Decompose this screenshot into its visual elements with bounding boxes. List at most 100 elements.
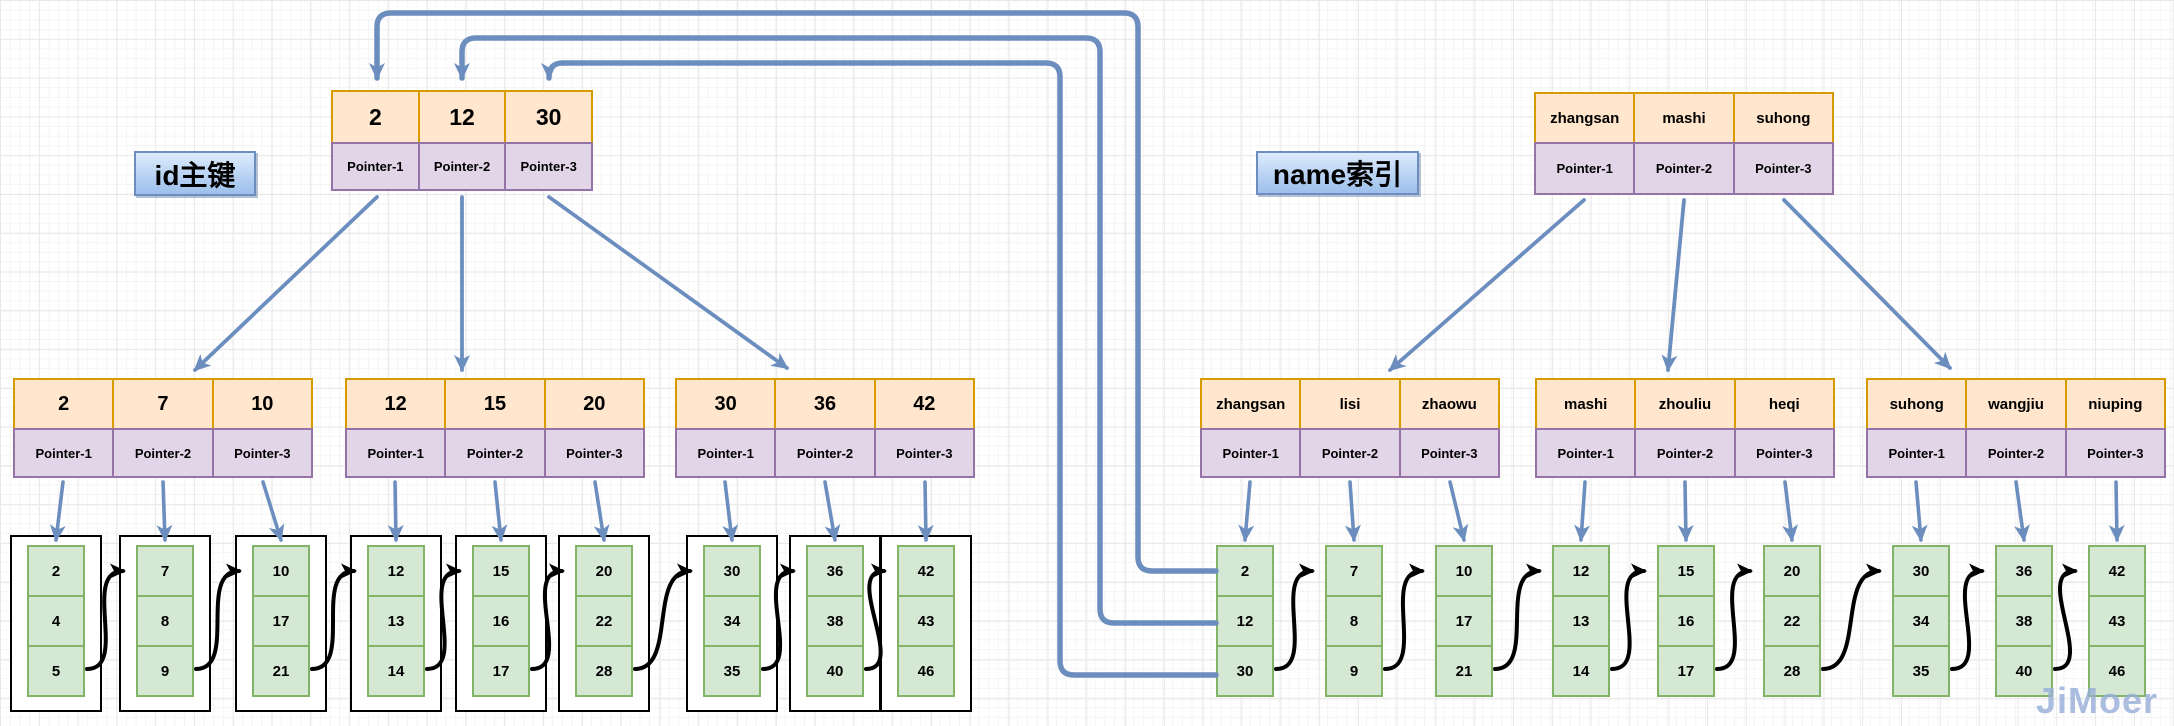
leaf-cell: 2 <box>27 545 85 597</box>
leaf-cell: 5 <box>27 645 85 697</box>
name-tree-label: name索引 <box>1256 151 1419 195</box>
leaf-cell: 38 <box>806 595 864 647</box>
leaf-cell: 12 <box>1216 595 1274 647</box>
key-cell: zhangsan <box>1534 92 1636 144</box>
key-cell: niuping <box>2064 378 2166 430</box>
leaf-cell: 42 <box>2088 545 2146 597</box>
pointer-cell: Pointer-2 <box>1299 428 1401 478</box>
pointer-cell: Pointer-2 <box>1634 428 1736 478</box>
leaf-cell: 4 <box>27 595 85 647</box>
leaf-cell: 17 <box>472 645 530 697</box>
pointer-cell: Pointer-1 <box>1535 428 1637 478</box>
leaf-cell: 10 <box>252 545 310 597</box>
leaf-cell: 28 <box>1763 645 1821 697</box>
leaf-cell: 15 <box>472 545 530 597</box>
pointer-cell: Pointer-3 <box>504 142 594 191</box>
pointer-cell: Pointer-2 <box>444 428 546 478</box>
leaf-cell: 20 <box>1763 545 1821 597</box>
key-cell: 20 <box>543 378 645 430</box>
key-cell: suhong <box>1732 92 1834 144</box>
pointer-cell: Pointer-3 <box>543 428 645 478</box>
leaf-cell: 30 <box>1892 545 1950 597</box>
pointer-cell: Pointer-2 <box>774 428 876 478</box>
leaf-cell: 9 <box>136 645 194 697</box>
id-tree-label: id主键 <box>134 151 256 196</box>
key-cell: 36 <box>774 378 876 430</box>
leaf-cell: 36 <box>1995 545 2053 597</box>
key-cell: 12 <box>345 378 447 430</box>
leaf-cell: 30 <box>1216 645 1274 697</box>
watermark: JiMoer <box>2036 680 2159 721</box>
leaf-cell: 8 <box>1325 595 1383 647</box>
leaf-cell: 30 <box>703 545 761 597</box>
leaf-cell: 40 <box>1995 645 2053 697</box>
key-cell: zhaowu <box>1398 378 1500 430</box>
pointer-cell: Pointer-1 <box>675 428 777 478</box>
key-cell: heqi <box>1733 378 1835 430</box>
pointer-cell: Pointer-2 <box>112 428 214 478</box>
leaf-cell: 28 <box>575 645 633 697</box>
leaf-cell: 7 <box>1325 545 1383 597</box>
pointer-cell: Pointer-1 <box>13 428 115 478</box>
leaf-cell: 22 <box>575 595 633 647</box>
key-cell: 12 <box>417 90 507 144</box>
leaf-cell: 38 <box>1995 595 2053 647</box>
pointer-cell: Pointer-3 <box>1733 428 1835 478</box>
leaf-cell: 43 <box>2088 595 2146 647</box>
leaf-cell: 14 <box>1552 645 1610 697</box>
leaf-cell: 17 <box>252 595 310 647</box>
leaf-cell: 9 <box>1325 645 1383 697</box>
leaf-cell: 40 <box>806 645 864 697</box>
leaf-cell: 21 <box>252 645 310 697</box>
pointer-cell: Pointer-1 <box>1200 428 1302 478</box>
key-cell: zhouliu <box>1634 378 1736 430</box>
key-cell: lisi <box>1299 378 1401 430</box>
leaf-cell: 36 <box>806 545 864 597</box>
key-cell: 42 <box>873 378 975 430</box>
leaf-cell: 14 <box>367 645 425 697</box>
leaf-cell: 20 <box>575 545 633 597</box>
leaf-cell: 46 <box>897 645 955 697</box>
leaf-cell: 35 <box>703 645 761 697</box>
leaf-cell: 17 <box>1657 645 1715 697</box>
key-cell: 2 <box>13 378 115 430</box>
pointer-cell: Pointer-3 <box>2064 428 2166 478</box>
key-cell: mashi <box>1535 378 1637 430</box>
key-cell: wangjiu <box>1965 378 2067 430</box>
leaf-cell: 16 <box>1657 595 1715 647</box>
leaf-cell: 8 <box>136 595 194 647</box>
leaf-cell: 12 <box>1552 545 1610 597</box>
key-cell: mashi <box>1633 92 1735 144</box>
leaf-cell: 7 <box>136 545 194 597</box>
